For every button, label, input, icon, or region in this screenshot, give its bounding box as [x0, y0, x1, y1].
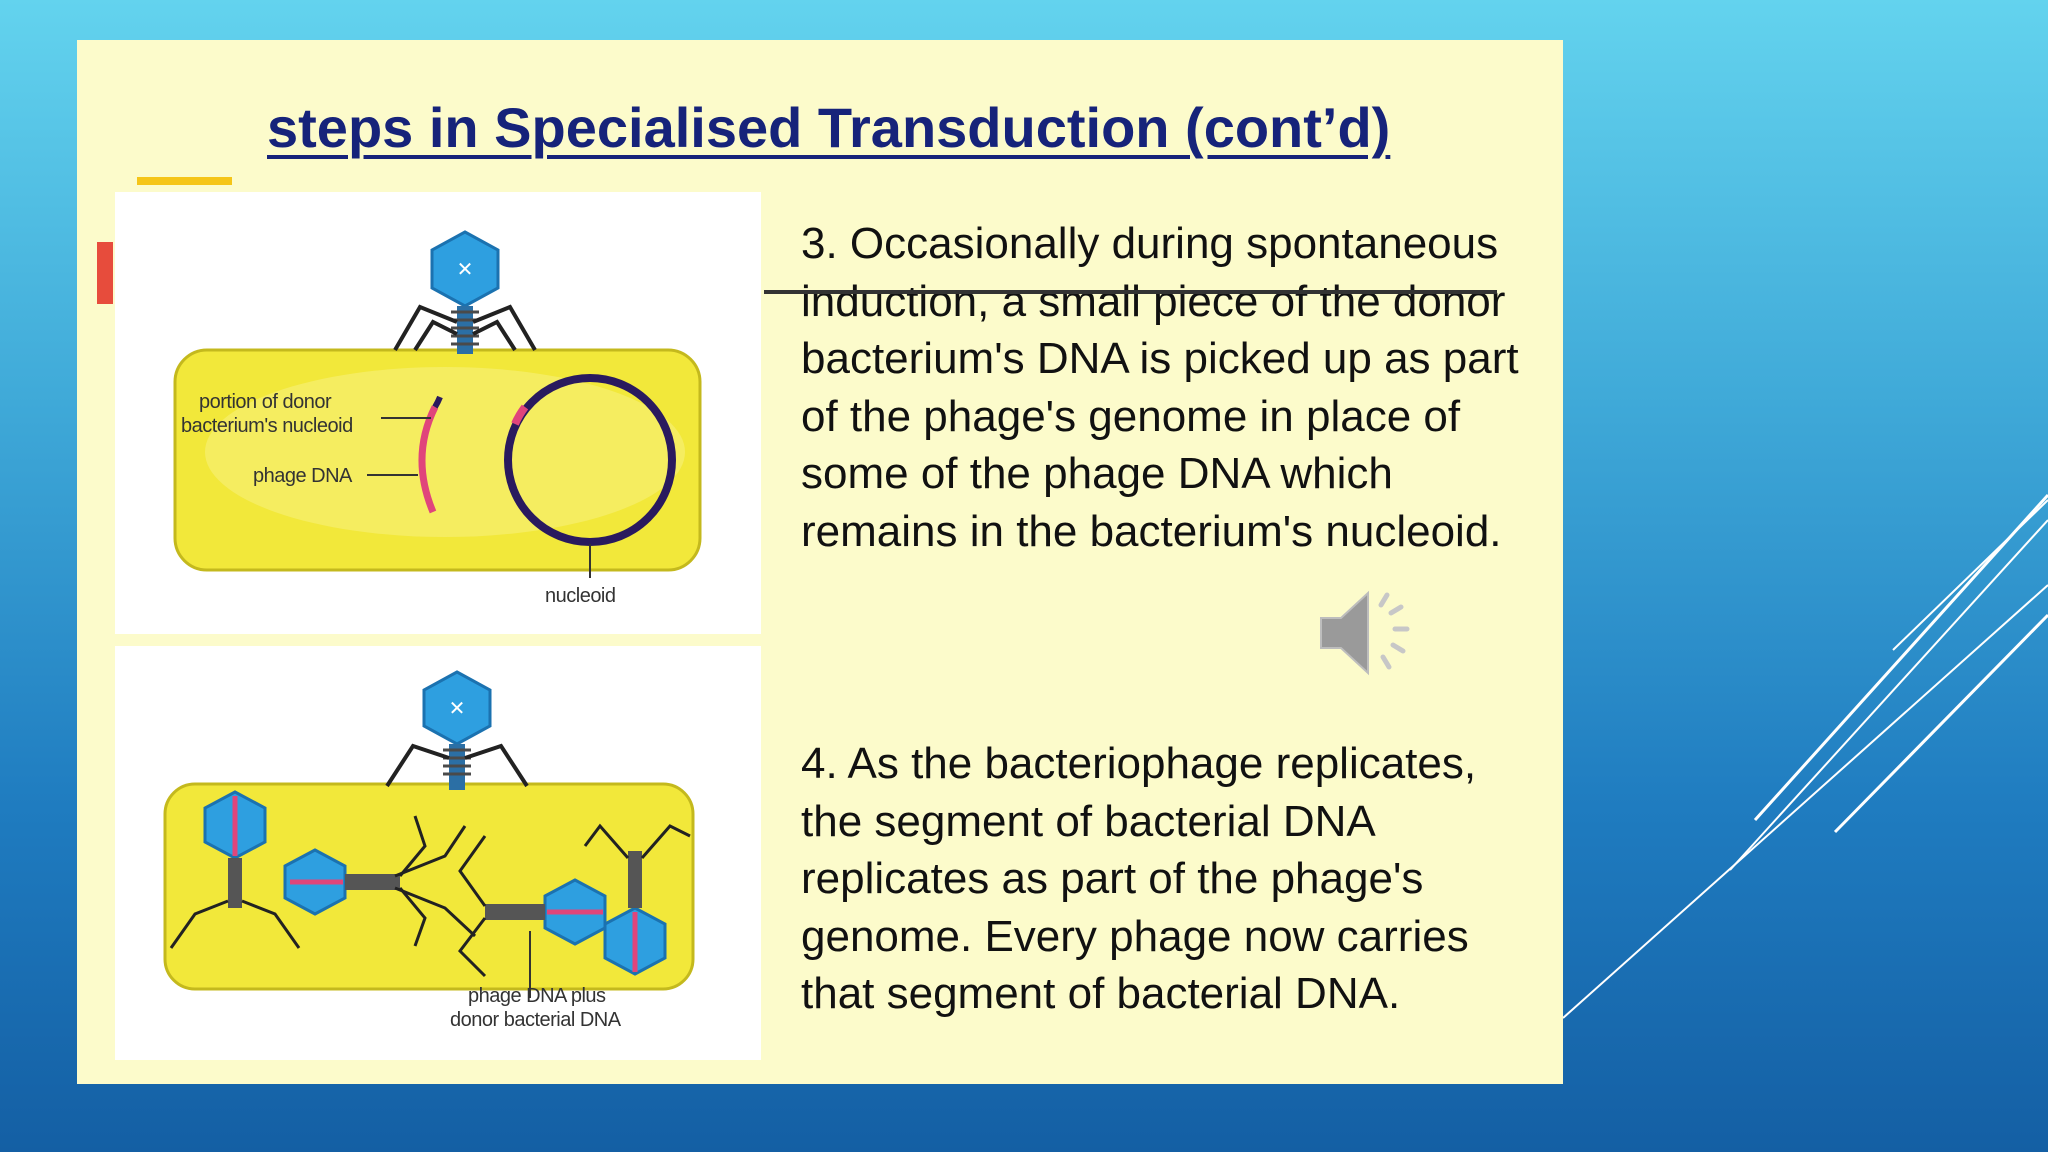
title-decoration: [137, 177, 232, 185]
step-4-text: 4. As the bacteriophage replicates, the …: [801, 739, 1477, 1018]
diagram-induction-graphic: ✕: [173, 230, 702, 578]
label-portion-line1: portion of donor: [199, 391, 332, 413]
svg-text:✕: ✕: [449, 696, 466, 720]
label-plus-line1: phage DNA plus: [468, 985, 606, 1007]
step-3-text: 3. Occasionally during spontaneous induc…: [801, 219, 1519, 556]
slide: steps in Specialised Transduction (cont’…: [77, 40, 1563, 1084]
red-accent: [97, 242, 113, 304]
diagram-induction: ✕ por: [115, 192, 761, 634]
diagram-replication: ✕: [115, 646, 761, 1060]
slide-title: steps in Specialised Transduction (cont’…: [267, 96, 1391, 159]
label-phage-dna: phage DNA: [253, 465, 352, 487]
strike-line: [764, 290, 1497, 294]
diagram-replication-graphic: ✕: [163, 670, 695, 998]
label-nucleoid: nucleoid: [545, 585, 616, 607]
svg-text:✕: ✕: [457, 257, 474, 281]
speaker-icon[interactable]: [1313, 583, 1423, 683]
label-plus-line2: donor bacterial DNA: [450, 1009, 621, 1031]
label-portion-line2: bacterium's nucleoid: [181, 415, 353, 437]
